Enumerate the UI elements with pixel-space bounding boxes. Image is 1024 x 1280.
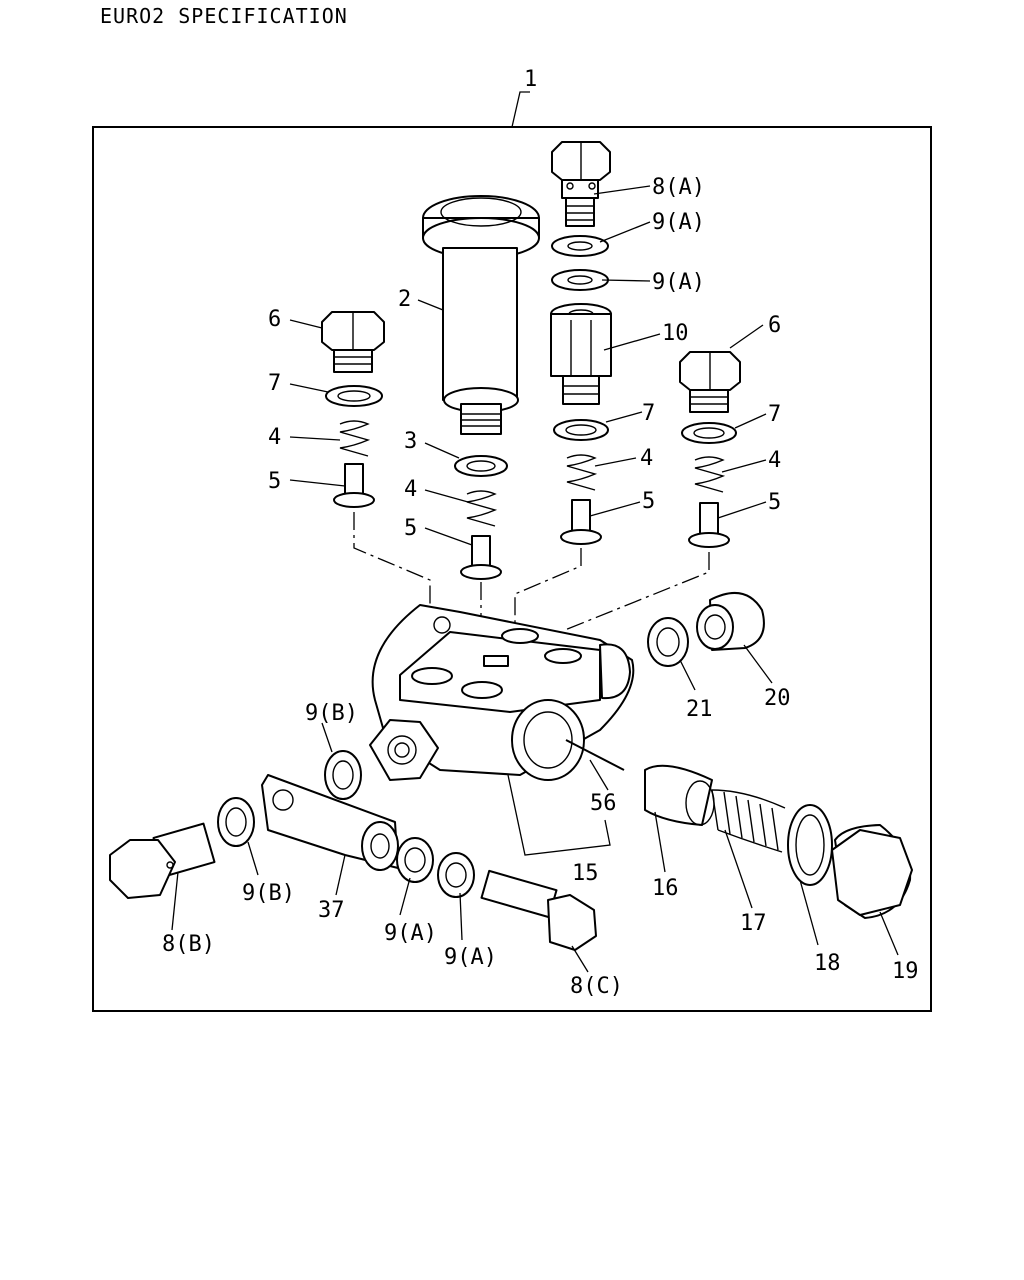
- callout-5-center: 5: [404, 516, 417, 541]
- washer-9b-right-part: [324, 750, 362, 800]
- valve-5-left-part: [333, 463, 375, 508]
- valve-5-right-part: [688, 502, 730, 548]
- callout-21: 21: [686, 697, 713, 722]
- callout-4-left: 4: [268, 425, 281, 450]
- bolt-8c-part: [480, 869, 597, 951]
- pump-body-15-part: [369, 604, 635, 781]
- washer-9a-bottom-left-part: [396, 837, 434, 883]
- cap-19-part: [831, 824, 913, 919]
- washer-9a-bottom-right-part: [437, 852, 475, 898]
- adaptor-10-part: [550, 303, 612, 405]
- washer-9a-top-part: [551, 235, 609, 291]
- spring-4-right-center-part: [566, 454, 598, 491]
- priming-pump-part: [422, 195, 540, 435]
- callout-4-right-center: 4: [640, 446, 653, 471]
- callout-4-right: 4: [768, 448, 781, 473]
- callout-5-right-center: 5: [642, 489, 655, 514]
- callout-5-left: 5: [268, 469, 281, 494]
- callout-10: 10: [662, 321, 689, 346]
- callout-15: 15: [572, 861, 599, 886]
- callout-9a-1: 9(A): [652, 210, 705, 235]
- gasket-18-part: [787, 804, 833, 886]
- valve-5-right-center-part: [560, 499, 602, 545]
- callout-6-left: 6: [268, 307, 281, 332]
- callout-9a-3: 9(A): [384, 921, 437, 946]
- callout-5-right: 5: [768, 490, 781, 515]
- gasket-7-center-part: [553, 419, 609, 441]
- callout-8b: 8(B): [162, 932, 215, 957]
- spring-4-left-part: [339, 420, 371, 457]
- plug-6-right-part: [679, 351, 741, 413]
- callout-1: 1: [524, 67, 537, 92]
- spring-4-right-part: [694, 456, 726, 493]
- callout-7-left: 7: [268, 371, 281, 396]
- plug-6-left-part: [321, 311, 385, 373]
- gasket-7-right-part: [681, 422, 737, 444]
- callout-17: 17: [740, 911, 767, 936]
- washer-21-part: [647, 617, 689, 667]
- plug-20-part: [696, 592, 765, 651]
- callout-7-right: 7: [768, 402, 781, 427]
- callout-8a: 8(A): [652, 175, 705, 200]
- callout-7-center: 7: [642, 401, 655, 426]
- page-title: EURO2 SPECIFICATION: [100, 4, 348, 28]
- callout-9b-2: 9(B): [242, 881, 295, 906]
- valve-5-center-part: [460, 535, 502, 580]
- callout-3: 3: [404, 429, 417, 454]
- spring-4-center-part: [466, 490, 498, 527]
- callout-20: 20: [764, 686, 791, 711]
- callout-6-right: 6: [768, 313, 781, 338]
- callout-18: 18: [814, 951, 841, 976]
- callout-8c: 8(C): [570, 974, 623, 999]
- callout-16: 16: [652, 876, 679, 901]
- callout-9a-4: 9(A): [444, 945, 497, 970]
- washer-9b-left-part: [217, 797, 255, 847]
- callout-9a-2: 9(A): [652, 270, 705, 295]
- gasket-7-left-part: [325, 385, 383, 407]
- bolt-8b-part: [109, 822, 216, 899]
- callout-56: 56: [590, 791, 617, 816]
- callout-9b-1: 9(B): [305, 701, 358, 726]
- spring-17-part: [711, 789, 786, 853]
- hollow-bolt-8a-part: [551, 141, 611, 227]
- callout-19: 19: [892, 959, 919, 984]
- callout-37: 37: [318, 898, 345, 923]
- gasket-3-part: [454, 455, 508, 477]
- callout-2: 2: [398, 287, 411, 312]
- callout-4-center: 4: [404, 477, 417, 502]
